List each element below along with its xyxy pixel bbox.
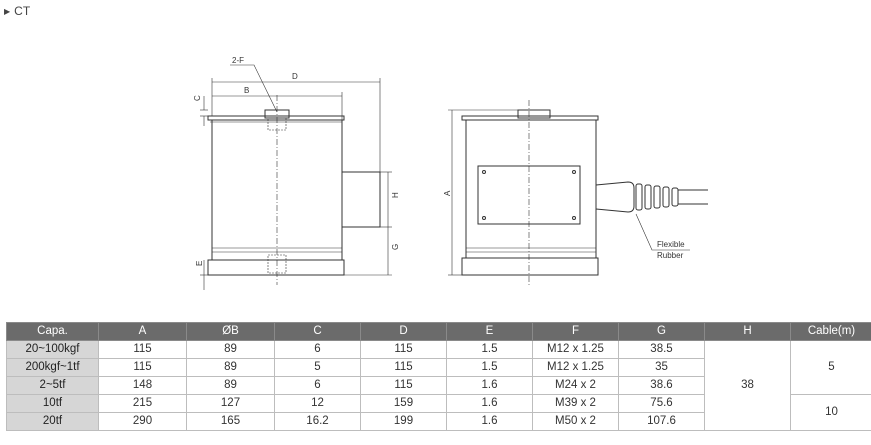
- cell-c: 16.2: [274, 412, 361, 431]
- cell-g: 35: [618, 358, 705, 377]
- bottom-base: [207, 259, 345, 276]
- cell-a: 115: [98, 340, 187, 359]
- spec-table: Capa. A ØB C D E F G H Cable(m) 20~100kg…: [6, 322, 871, 431]
- cell-e: 1.6: [446, 412, 533, 431]
- label-e: E: [195, 261, 204, 266]
- cable-gland: [595, 181, 635, 213]
- label-h: H: [391, 192, 400, 198]
- col-cable: Cable(m): [790, 322, 871, 341]
- table-row: 2~5tf 148 89 6 115 1.6 M24 x 2 38.6: [6, 376, 871, 395]
- table-row: 10tf 215 127 12 159 1.6 M39 x 2 75.6 10: [6, 394, 871, 431]
- cell-g: 38.5: [618, 340, 705, 359]
- cell-b: 165: [186, 412, 275, 431]
- cell-cable-last: 10: [790, 394, 871, 431]
- label-d: D: [292, 72, 298, 81]
- technical-drawing: 2-F D B C H G E A Flexible Rubber: [193, 56, 708, 290]
- cell-d: 115: [360, 340, 447, 359]
- cell-cable-first: 5: [790, 340, 871, 395]
- side-view: [448, 100, 708, 285]
- label-2f: 2-F: [232, 56, 244, 65]
- cell-capa: 20~100kgf: [6, 340, 99, 359]
- cell-capa: 200kgf~1tf: [6, 358, 99, 377]
- cell-f: M12 x 1.25: [532, 358, 619, 377]
- label-flexible: Flexible: [657, 240, 685, 249]
- label-c: C: [193, 95, 202, 101]
- cell-d: 115: [360, 358, 447, 377]
- cell-g: 38.6: [618, 376, 705, 395]
- label-rubber: Rubber: [657, 251, 684, 260]
- col-g: G: [618, 322, 705, 341]
- cell-a: 290: [98, 412, 187, 431]
- cell-e: 1.6: [446, 394, 533, 413]
- cell-e: 1.6: [446, 376, 533, 395]
- triangle-marker-icon: ▶: [4, 7, 11, 16]
- cell-capa: 10tf: [6, 394, 99, 413]
- cell-a: 215: [98, 394, 187, 413]
- table-row: 200kgf~1tf 115 89 5 115 1.5 M12 x 1.25 3…: [6, 358, 871, 377]
- col-f: F: [532, 322, 619, 341]
- top-stud-side: [517, 109, 551, 119]
- body-outline-side: [465, 119, 597, 259]
- col-d: D: [360, 322, 447, 341]
- cell-d: 115: [360, 376, 447, 395]
- cell-g: 107.6: [618, 412, 705, 431]
- cell-d: 159: [360, 394, 447, 413]
- cell-b: 89: [186, 376, 275, 395]
- cell-e: 1.5: [446, 358, 533, 377]
- col-c: C: [274, 322, 361, 341]
- cable-boss: [342, 171, 381, 228]
- cell-capa: 20tf: [6, 412, 99, 431]
- cell-f: M39 x 2: [532, 394, 619, 413]
- col-h: H: [704, 322, 791, 341]
- label-b: B: [244, 86, 249, 95]
- label-a: A: [443, 190, 452, 196]
- col-a: A: [98, 322, 187, 341]
- cell-b: 89: [186, 358, 275, 377]
- cell-b: 127: [186, 394, 275, 413]
- section-heading: ▶CT: [4, 4, 30, 18]
- cell-c: 12: [274, 394, 361, 413]
- cell-h: 38: [704, 340, 791, 431]
- table-header-row: Capa. A ØB C D E F G H Cable(m): [6, 322, 871, 341]
- table-row: 20tf 290 165 16.2 199 1.6 M50 x 2 107.6: [6, 412, 871, 431]
- name-plate: [477, 165, 581, 225]
- cell-c: 5: [274, 358, 361, 377]
- col-e: E: [446, 322, 533, 341]
- label-g: G: [391, 244, 400, 250]
- cell-b: 89: [186, 340, 275, 359]
- cell-e: 1.5: [446, 340, 533, 359]
- cell-f: M50 x 2: [532, 412, 619, 431]
- col-capa: Capa.: [6, 322, 99, 341]
- front-view: [200, 64, 392, 290]
- cell-d: 199: [360, 412, 447, 431]
- cell-capa: 2~5tf: [6, 376, 99, 395]
- cell-a: 148: [98, 376, 187, 395]
- col-b: ØB: [186, 322, 275, 341]
- cell-a: 115: [98, 358, 187, 377]
- section-title: CT: [14, 4, 31, 18]
- table-row: 20~100kgf 115 89 6 115 1.5 M12 x 1.25 38…: [6, 340, 871, 431]
- cell-g: 75.6: [618, 394, 705, 413]
- cell-c: 6: [274, 340, 361, 359]
- cell-f: M12 x 1.25: [532, 340, 619, 359]
- cell-f: M24 x 2: [532, 376, 619, 395]
- cell-c: 6: [274, 376, 361, 395]
